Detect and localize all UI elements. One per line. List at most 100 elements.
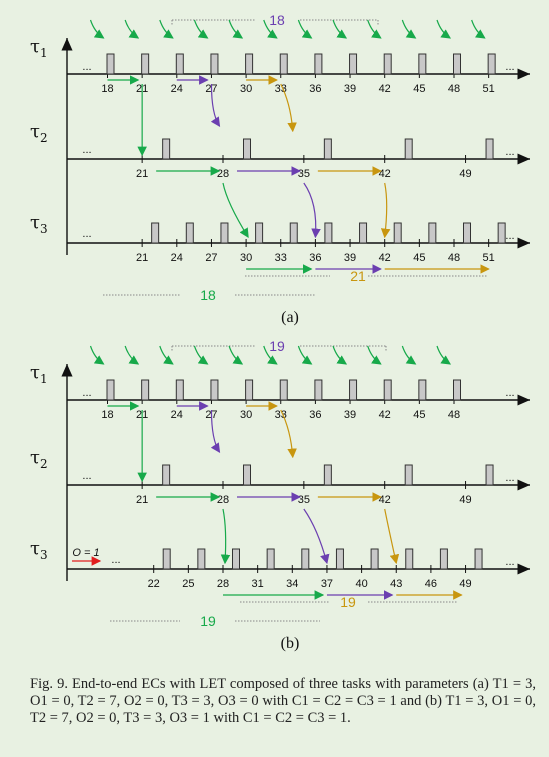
job-box [162, 548, 171, 570]
job-box [497, 222, 506, 244]
tau1-tick-label: 48 [448, 83, 460, 95]
panel-sublabel: (a) [281, 309, 299, 326]
tau1-tick-label: 36 [309, 409, 321, 421]
job-box [383, 379, 392, 401]
job-box [453, 379, 461, 401]
job-box [418, 53, 427, 75]
job-box [175, 379, 184, 401]
job-box [255, 222, 264, 244]
tau2-tick-label: 42 [379, 494, 391, 506]
chain-arrow [280, 83, 297, 133]
svg-text:τ3: τ3 [30, 212, 48, 236]
job-box [393, 222, 402, 244]
job-box [349, 379, 358, 401]
release-arrow [228, 19, 244, 39]
tau1-tick-label: 45 [413, 83, 425, 95]
job-box [289, 222, 298, 244]
chain-arrow [384, 508, 400, 565]
tau1-tick-label: 42 [379, 409, 391, 421]
tau1-tick-label: 30 [240, 409, 252, 421]
release-arrow [471, 19, 486, 39]
job-box [485, 138, 494, 160]
chain-arrow [222, 182, 249, 239]
job-box [141, 53, 150, 75]
tau3-tick-label: 28 [217, 578, 229, 590]
release-arrow [367, 345, 382, 365]
ellipsis-right: ... [505, 61, 514, 73]
job-box [428, 222, 437, 244]
task-label-tau3: τ3 [30, 212, 48, 236]
job-box [210, 53, 219, 75]
top-brace-label: 19 [269, 338, 285, 354]
task-label-tau2: τ2 [30, 447, 48, 471]
chain-arrow [303, 182, 321, 239]
tau3-tick-label: 46 [425, 578, 437, 590]
ellipsis-left: ... [82, 144, 91, 156]
ellipsis-right: ... [505, 387, 514, 399]
tau3-tick-label: 21 [136, 252, 148, 264]
release-arrow [297, 345, 313, 365]
job-box [404, 138, 413, 160]
job-box [453, 53, 461, 75]
tau1-tick-label: 24 [171, 409, 183, 421]
task-label-tau1: τ1 [30, 362, 48, 386]
tau2-tick-label: 42 [379, 168, 391, 180]
job-box [314, 53, 323, 75]
ellipsis-right: ... [505, 556, 514, 568]
release-arrow [367, 19, 382, 39]
task-label-tau2: τ2 [30, 121, 48, 145]
release-arrow [436, 345, 451, 365]
tau2-tick-label: 35 [298, 168, 310, 180]
tau1-tick-label: 18 [101, 409, 113, 421]
ellipsis-right: ... [505, 230, 514, 242]
tau2-tick-label: 35 [298, 494, 310, 506]
tau3-tick-label: 25 [182, 578, 194, 590]
release-arrow [159, 345, 174, 365]
tau1-tick-label: 42 [379, 83, 391, 95]
job-box [151, 222, 160, 244]
tau1-tick-label: 24 [171, 83, 183, 95]
tau3-tick-label: 40 [355, 578, 367, 590]
release-arrow [332, 345, 348, 365]
job-box [220, 222, 229, 244]
tau2-tick-label: 21 [136, 494, 148, 506]
offset-label: O = 1 [72, 547, 99, 559]
bottom-brace-label-right: 19 [340, 594, 356, 610]
job-box [323, 464, 332, 486]
chain-arrow [280, 409, 297, 459]
ellipsis-left: ... [82, 228, 91, 240]
ellipsis-left: ... [111, 554, 120, 566]
svg-text:τ1: τ1 [30, 362, 48, 386]
figure-caption: Fig. 9. End-to-end ECs with LET composed… [30, 676, 536, 726]
tau3-tick-label: 24 [171, 252, 183, 264]
tau3-tick-label: 27 [205, 252, 217, 264]
tau3-tick-label: 49 [459, 578, 471, 590]
job-box [243, 464, 251, 486]
job-box [324, 222, 333, 244]
tau3-tick-label: 34 [286, 578, 298, 590]
svg-text:τ2: τ2 [30, 121, 48, 145]
job-box [314, 379, 323, 401]
job-box [210, 379, 219, 401]
tau1-tick-label: 45 [413, 409, 425, 421]
tau1-tick-label: 51 [483, 83, 495, 95]
job-box [141, 379, 150, 401]
tau1-tick-label: 30 [240, 83, 252, 95]
tau1-tick-label: 18 [101, 83, 113, 95]
chain-arrow [380, 182, 391, 239]
ellipsis-right: ... [505, 472, 514, 484]
tau3-tick-label: 22 [148, 578, 160, 590]
release-arrow [263, 19, 278, 39]
tau3-tick-label: 39 [344, 252, 356, 264]
bottom-brace-label-right: 21 [350, 268, 366, 284]
tau2-tick-label: 49 [459, 168, 471, 180]
tau1-tick-label: 39 [344, 83, 356, 95]
release-arrow [297, 19, 313, 39]
chain-arrow [303, 508, 330, 565]
job-box [439, 548, 448, 570]
tau2-tick-label: 21 [136, 168, 148, 180]
job-box [162, 464, 171, 486]
release-arrow [193, 19, 209, 39]
ellipsis-left: ... [82, 470, 91, 482]
